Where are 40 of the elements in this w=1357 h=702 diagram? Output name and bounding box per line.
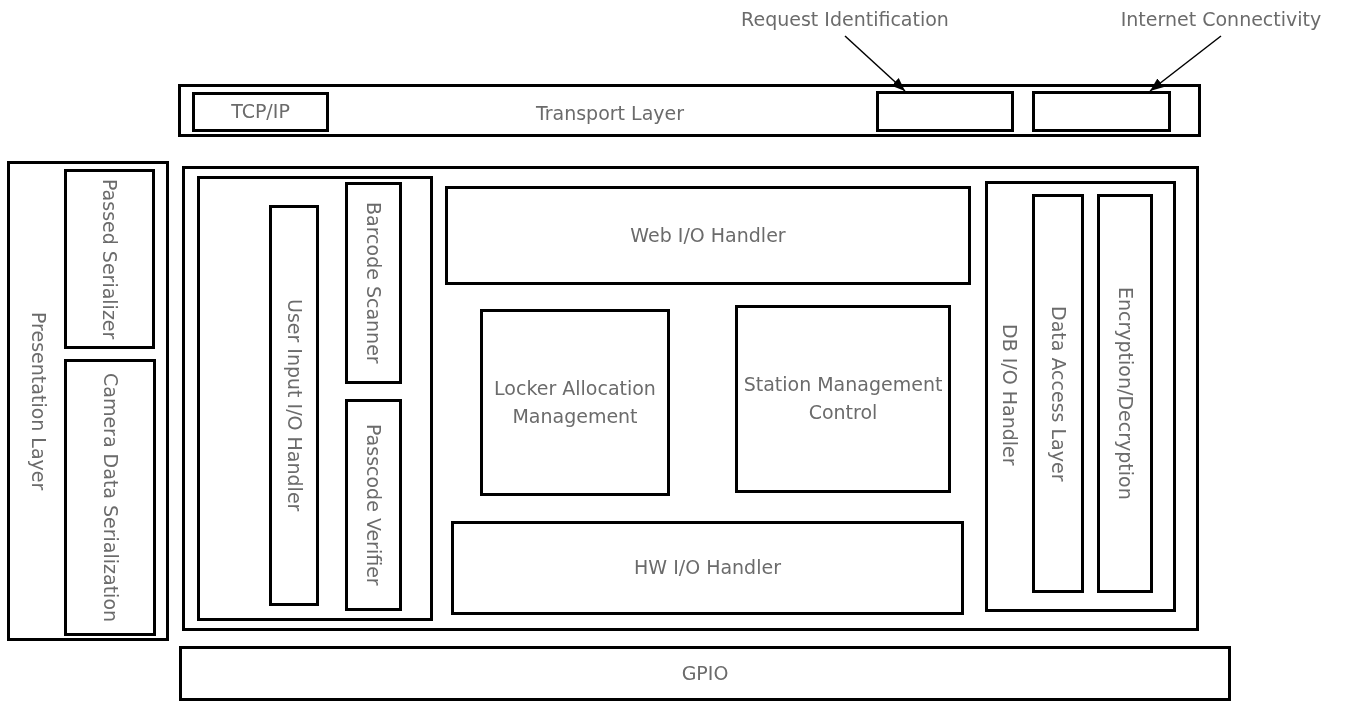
module-label: Camera Data Serialization (98, 372, 123, 623)
module-label: Presentation Layer (26, 310, 51, 493)
module-box (480, 309, 670, 496)
module-box (178, 84, 1201, 137)
module-label: Passcode Verifier (362, 424, 387, 586)
module-box (7, 161, 169, 641)
module-label: DB I/O Handler (997, 323, 1022, 468)
module-label: Encryption/Decryption (1113, 287, 1138, 500)
empty-box (1032, 91, 1171, 132)
annotation-text: Request Identification (741, 7, 949, 33)
arrow (1149, 35, 1222, 92)
module-label: HW I/O Handler (634, 555, 781, 581)
module-label: Station Management Control (743, 372, 943, 425)
module-box (445, 186, 971, 285)
annotation-text: Internet Connectivity (1120, 7, 1322, 33)
module-box (269, 205, 319, 606)
module-box (735, 305, 951, 493)
module-label: GPIO (681, 660, 729, 686)
module-box (179, 646, 1231, 701)
module-box (985, 181, 1176, 612)
module-box (64, 359, 156, 636)
module-label: Barcode Scanner (362, 202, 387, 364)
module-box (192, 92, 329, 132)
module-label: Data Access Layer (1046, 305, 1071, 482)
module-label: User Input I/O Handler (282, 299, 307, 512)
empty-box (197, 176, 433, 621)
module-box (345, 182, 402, 384)
module-label: Web I/O Handler (630, 222, 786, 248)
module-box (1032, 194, 1084, 593)
empty-box (876, 91, 1014, 132)
arrow (844, 35, 906, 92)
module-label: Locker Allocation Management (493, 375, 657, 429)
module-label: Transport Layer (534, 101, 686, 126)
module-label: Passed Serializer (98, 178, 123, 340)
module-box (64, 169, 155, 349)
module-box (451, 521, 964, 615)
module-box (1097, 194, 1153, 593)
module-label: TCP/IP (231, 99, 290, 125)
module-box (345, 399, 402, 611)
empty-box (182, 166, 1199, 631)
